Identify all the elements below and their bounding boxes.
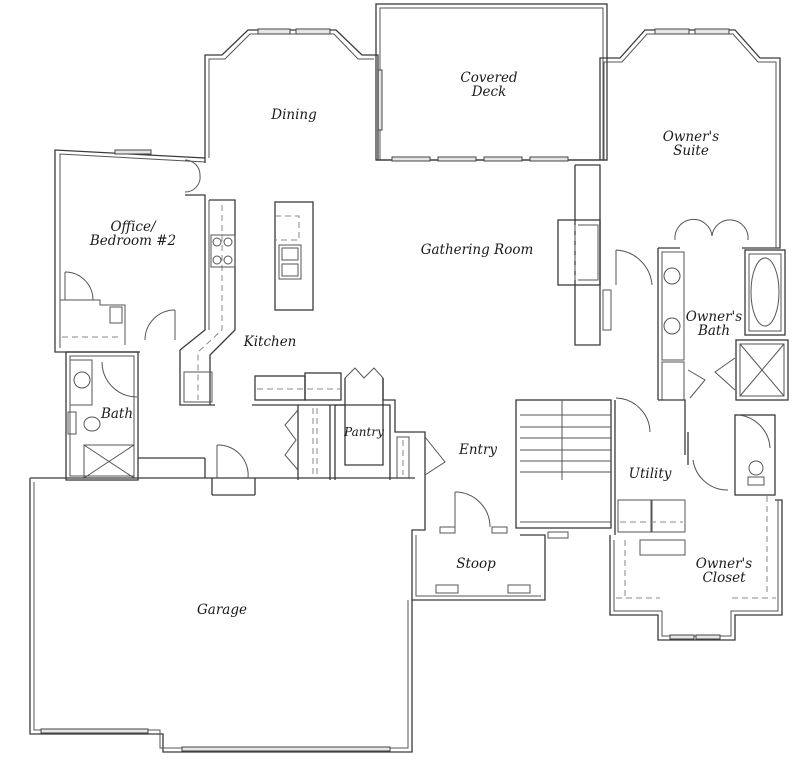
room-label-owners-suite: Owner's Suite <box>662 129 720 159</box>
garage-walls <box>29 444 415 753</box>
room-label-owners-bath: Owner's Bath <box>685 309 743 339</box>
owners-closet-walls <box>609 496 783 641</box>
room-label-owners-closet: Owner's Closet <box>695 556 753 586</box>
utility-walls <box>614 397 729 535</box>
room-label-bath: Bath <box>100 406 134 422</box>
room-label-utility: Utility <box>628 466 672 482</box>
staircase <box>515 399 612 529</box>
owners-suite-walls <box>599 28 781 286</box>
room-label-garage: Garage <box>197 602 247 618</box>
room-label-office: Office/ Bedroom #2 <box>89 219 177 249</box>
dining-walls <box>204 28 379 160</box>
room-label-entry: Entry <box>458 442 498 458</box>
room-label-dining: Dining <box>271 107 317 123</box>
room-label-gathering-room: Gathering Room <box>420 242 534 258</box>
entry-stoop-walls <box>411 480 569 601</box>
room-label-stoop: Stoop <box>456 556 496 572</box>
bath-walls <box>65 351 139 481</box>
fireplace <box>557 164 612 346</box>
pantry-walls <box>284 367 446 480</box>
room-label-pantry: Pantry <box>344 425 384 439</box>
room-label-kitchen: Kitchen <box>243 334 297 350</box>
office-walls <box>54 149 210 353</box>
owners-bath-walls <box>657 248 789 401</box>
owners-toilet-room <box>734 414 776 496</box>
covered-deck-outline <box>375 3 608 162</box>
room-label-covered-deck: Covered Deck <box>460 70 518 100</box>
